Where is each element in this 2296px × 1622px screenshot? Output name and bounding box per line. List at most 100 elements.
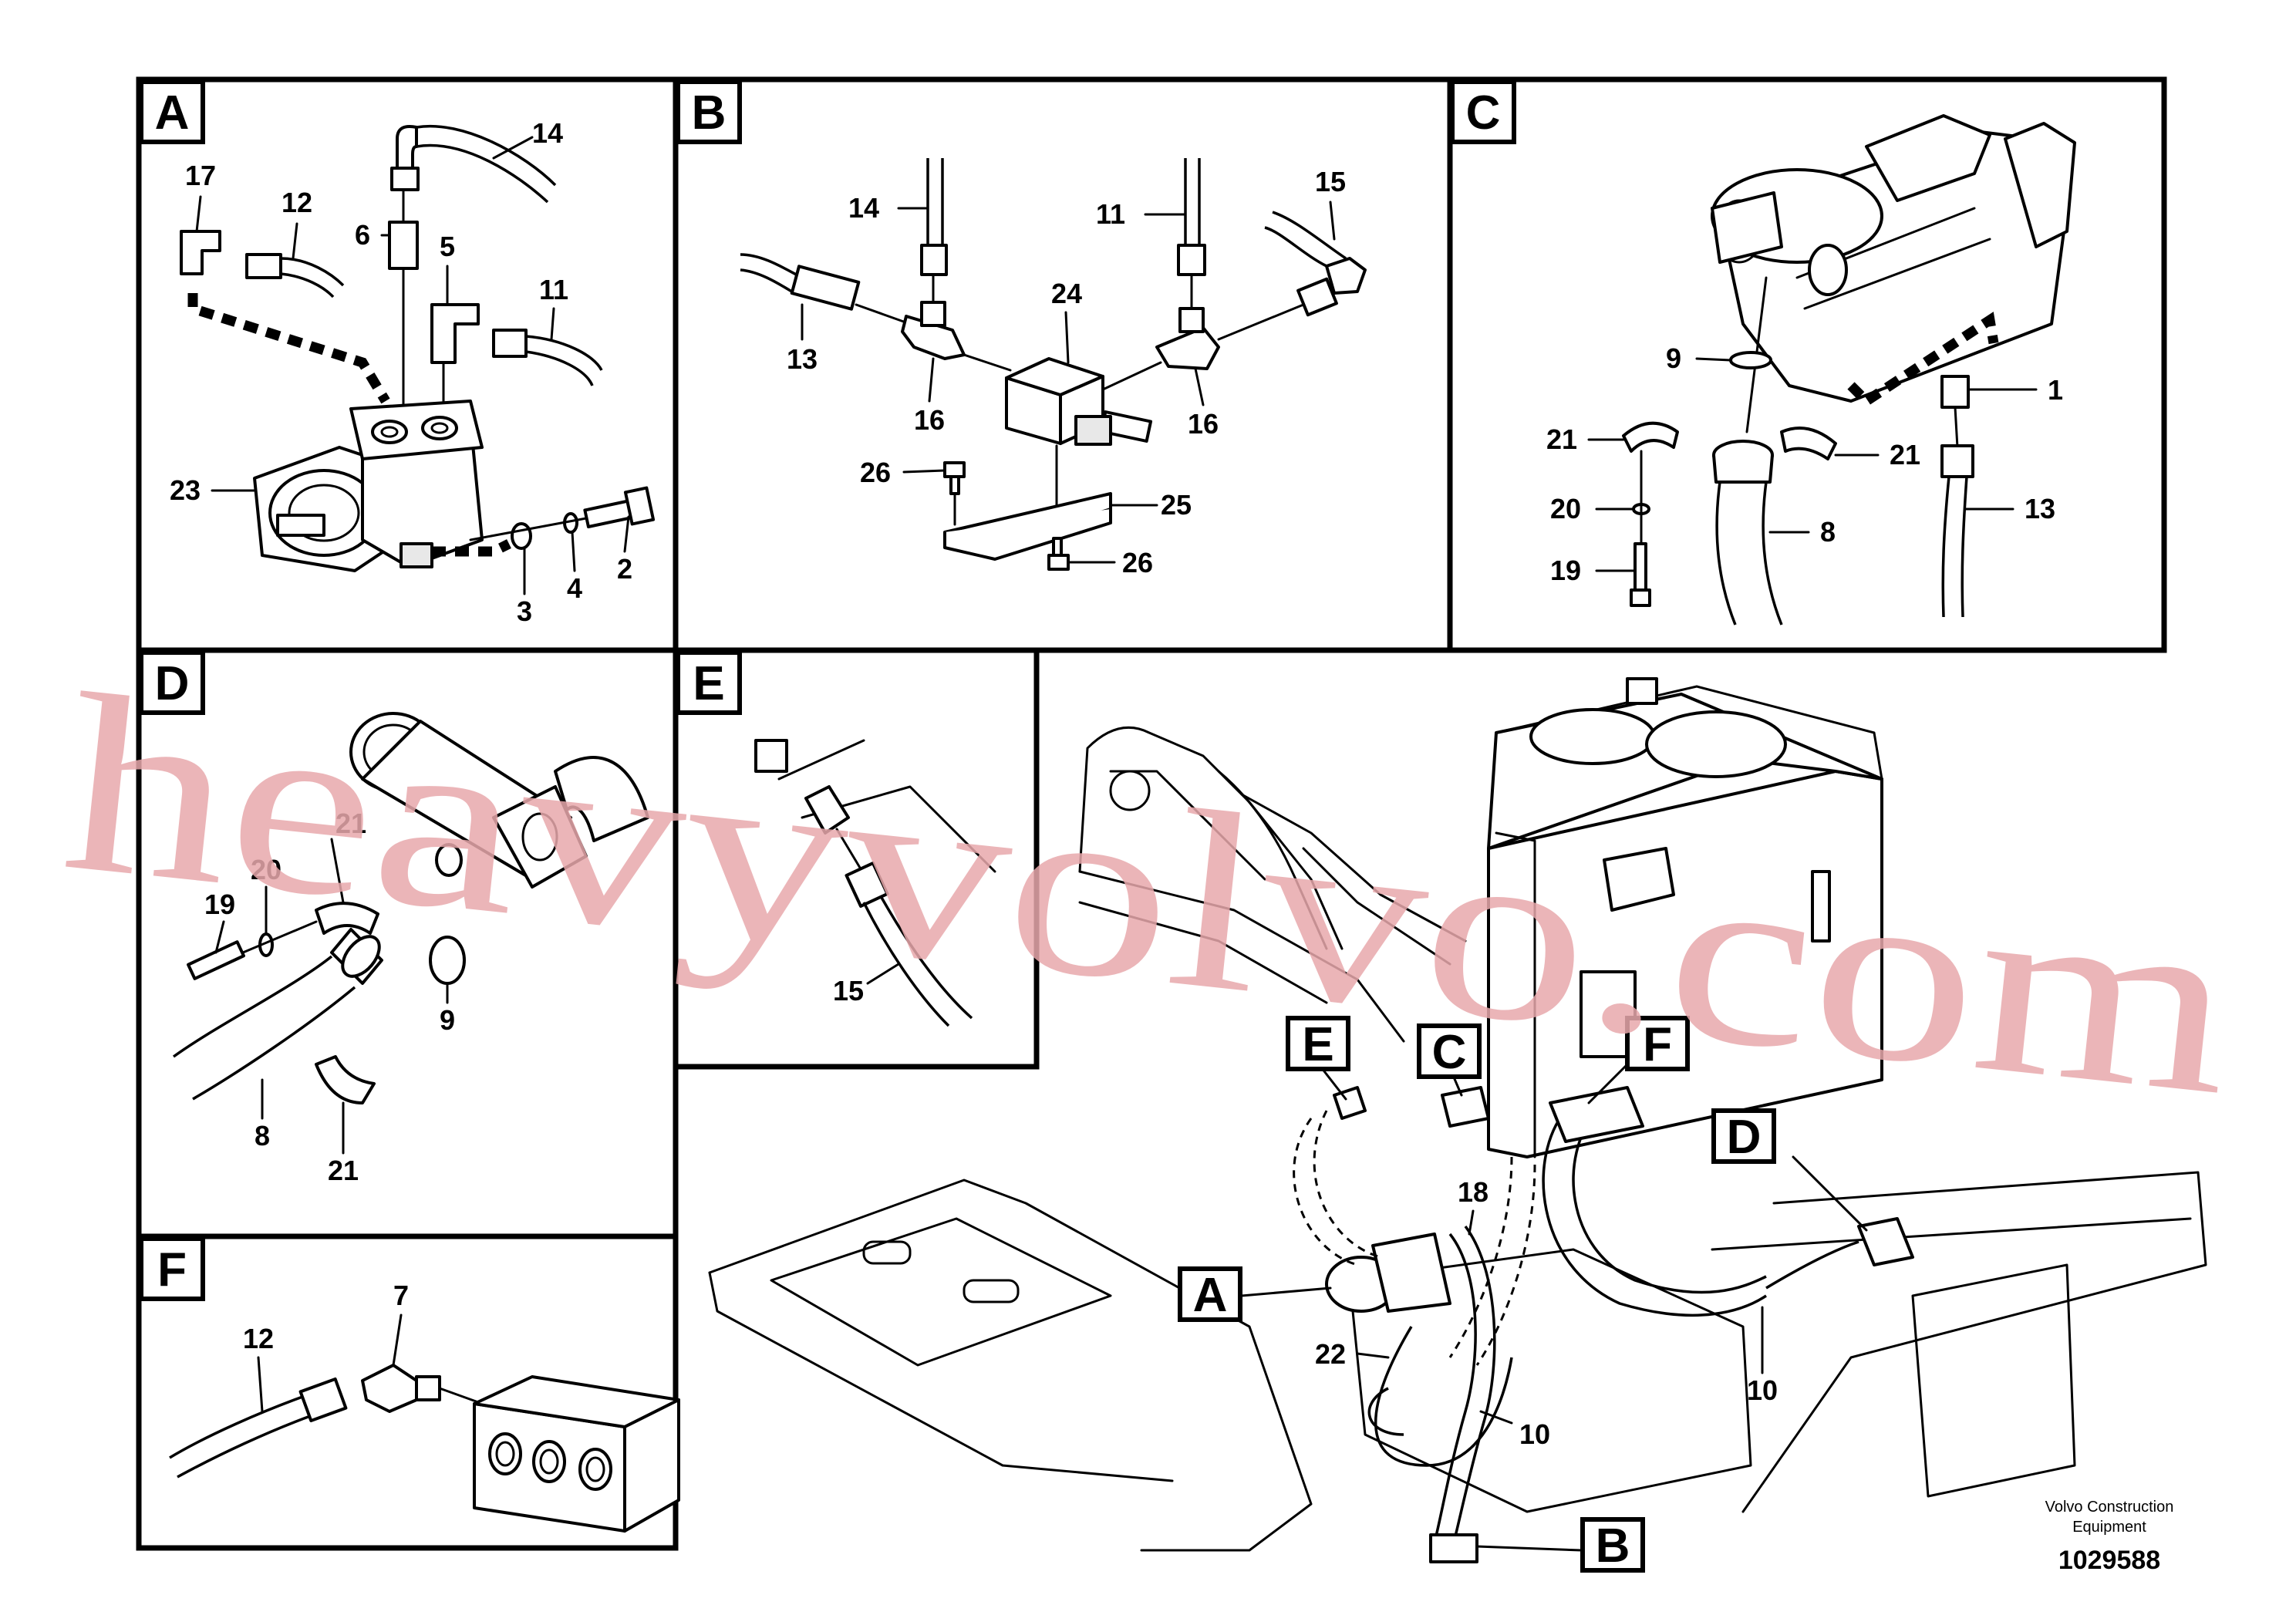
callout-f-12: 12 [243, 1323, 274, 1354]
callout-c-19: 19 [1550, 555, 1581, 586]
block-f-port-3 [578, 1448, 612, 1491]
block-f-port-1 [488, 1432, 522, 1475]
leader-e-15 [866, 963, 900, 985]
fitting-1-c [1940, 375, 1970, 409]
leader-14 [492, 136, 534, 160]
elbow-e [804, 785, 850, 835]
block-f-port-2 [532, 1440, 566, 1483]
panel-e: E 15 [676, 650, 996, 1027]
tee-16-right [1155, 326, 1220, 370]
lower-frame-top [708, 1271, 1174, 1482]
panel-d-label: D [155, 657, 190, 710]
block-f-port-2-inner [539, 1448, 559, 1475]
panel-b-label: B [692, 86, 727, 140]
panel-e-label: E [693, 657, 724, 710]
panel-c-label: C [1466, 86, 1501, 140]
main-label-c-box [1417, 1023, 1482, 1079]
callout-c-1: 1 [2048, 374, 2063, 406]
main-callout-22: 22 [1315, 1338, 1346, 1370]
pump-port-2-inner-23 [430, 422, 449, 434]
callout-f-7: 7 [393, 1280, 409, 1311]
tee-16-right-top [1178, 307, 1205, 333]
nut-14 [390, 167, 420, 191]
main-label-b-box [1580, 1517, 1645, 1573]
washer-3 [511, 522, 532, 550]
pump-pilot-ring-23 [288, 484, 360, 542]
pump-shaft-23 [276, 514, 325, 537]
panel-c-label-box [1450, 79, 1516, 144]
main-label-f-box [1625, 1016, 1690, 1071]
main-hose-22 [1367, 1387, 1404, 1436]
clamp-half-21-left [1622, 421, 1679, 453]
leader-12 [292, 222, 298, 260]
callout-b-14: 14 [848, 192, 879, 224]
panel-e-frame [673, 647, 1040, 1070]
dashed-drain-route-23 [432, 539, 511, 557]
hose-13-c [1941, 476, 1950, 618]
panel-d-label-box [139, 650, 205, 715]
elbow-fitting-17 [180, 230, 221, 275]
boom-bar-2 [1078, 901, 1328, 1004]
main-leader-d [1792, 1155, 1868, 1232]
tank-breather [1626, 677, 1658, 705]
nut-11 [492, 329, 528, 358]
clamp-half-21-top-d [315, 902, 379, 935]
boom-bar-3 [1217, 770, 1328, 950]
block-f-port-1-inner [495, 1441, 515, 1467]
callout-b-26-bottom: 26 [1122, 547, 1153, 578]
leader-4 [571, 531, 576, 572]
callout-b-13: 13 [787, 343, 818, 375]
main-hidden-hose-1 [1293, 1118, 1358, 1266]
leader-b-15 [1329, 201, 1336, 241]
main-fitting-f [1549, 1086, 1644, 1143]
nut-11-b [1177, 244, 1206, 276]
bolt-19-d [187, 940, 245, 980]
hose-12 [280, 257, 345, 287]
hose-12b [280, 272, 335, 298]
port-fitting-e [754, 739, 788, 773]
hose-12-f [169, 1394, 305, 1459]
callout-a-11: 11 [539, 274, 568, 305]
motor-end-plate-c [2004, 122, 2076, 248]
pump-port-block-23 [349, 400, 484, 460]
tank-valve-block [1603, 847, 1675, 912]
hose-15-b [1264, 226, 1327, 268]
main-callout-10-right: 10 [1747, 1374, 1778, 1406]
hose-13b [740, 268, 795, 295]
pipe-lug-d [435, 843, 463, 877]
callout-d-9: 9 [440, 1004, 455, 1036]
main-hidden-hose-2 [1313, 1110, 1381, 1259]
callout-a-5: 5 [440, 231, 455, 262]
hose-8-d [172, 955, 333, 1058]
leader-d-19 [214, 920, 225, 954]
elbow-fitting-5 [430, 303, 480, 364]
main-fitting-c [1441, 1086, 1490, 1128]
callout-d-20: 20 [251, 854, 282, 885]
pump-port-2-23 [421, 416, 458, 440]
pump-port-1-23 [371, 420, 408, 444]
callout-c-20: 20 [1550, 493, 1581, 524]
main-hidden-hose-3 [1448, 1156, 1513, 1358]
leader-d-21t [330, 838, 345, 904]
hose-14b [416, 143, 549, 204]
hose-13 [740, 253, 803, 279]
main-label-a: A [1193, 1269, 1228, 1322]
hose-13-c2 [1961, 476, 1968, 618]
nut-15-e [845, 862, 889, 908]
main-hose-18 [1433, 1233, 1477, 1543]
main-hose-loop [1374, 1326, 1513, 1467]
screw-26-bottom-shank [1052, 537, 1063, 557]
hose-15-b2 [1272, 211, 1347, 260]
panel-b: B [676, 79, 1367, 578]
panel-f-frame [136, 1233, 679, 1551]
hose-8-d2 [192, 986, 356, 1101]
hose-8-c2 [1762, 481, 1783, 626]
main-label-f: F [1643, 1018, 1672, 1071]
callout-a-2: 2 [617, 553, 632, 585]
panel-b-label-box [676, 79, 742, 144]
callout-b-11: 11 [1096, 198, 1125, 230]
axis-block-right [1101, 361, 1162, 391]
tank-front-edge [1495, 831, 1536, 1158]
main-label-a-box [1178, 1266, 1242, 1322]
leader-f-7 [392, 1313, 403, 1367]
